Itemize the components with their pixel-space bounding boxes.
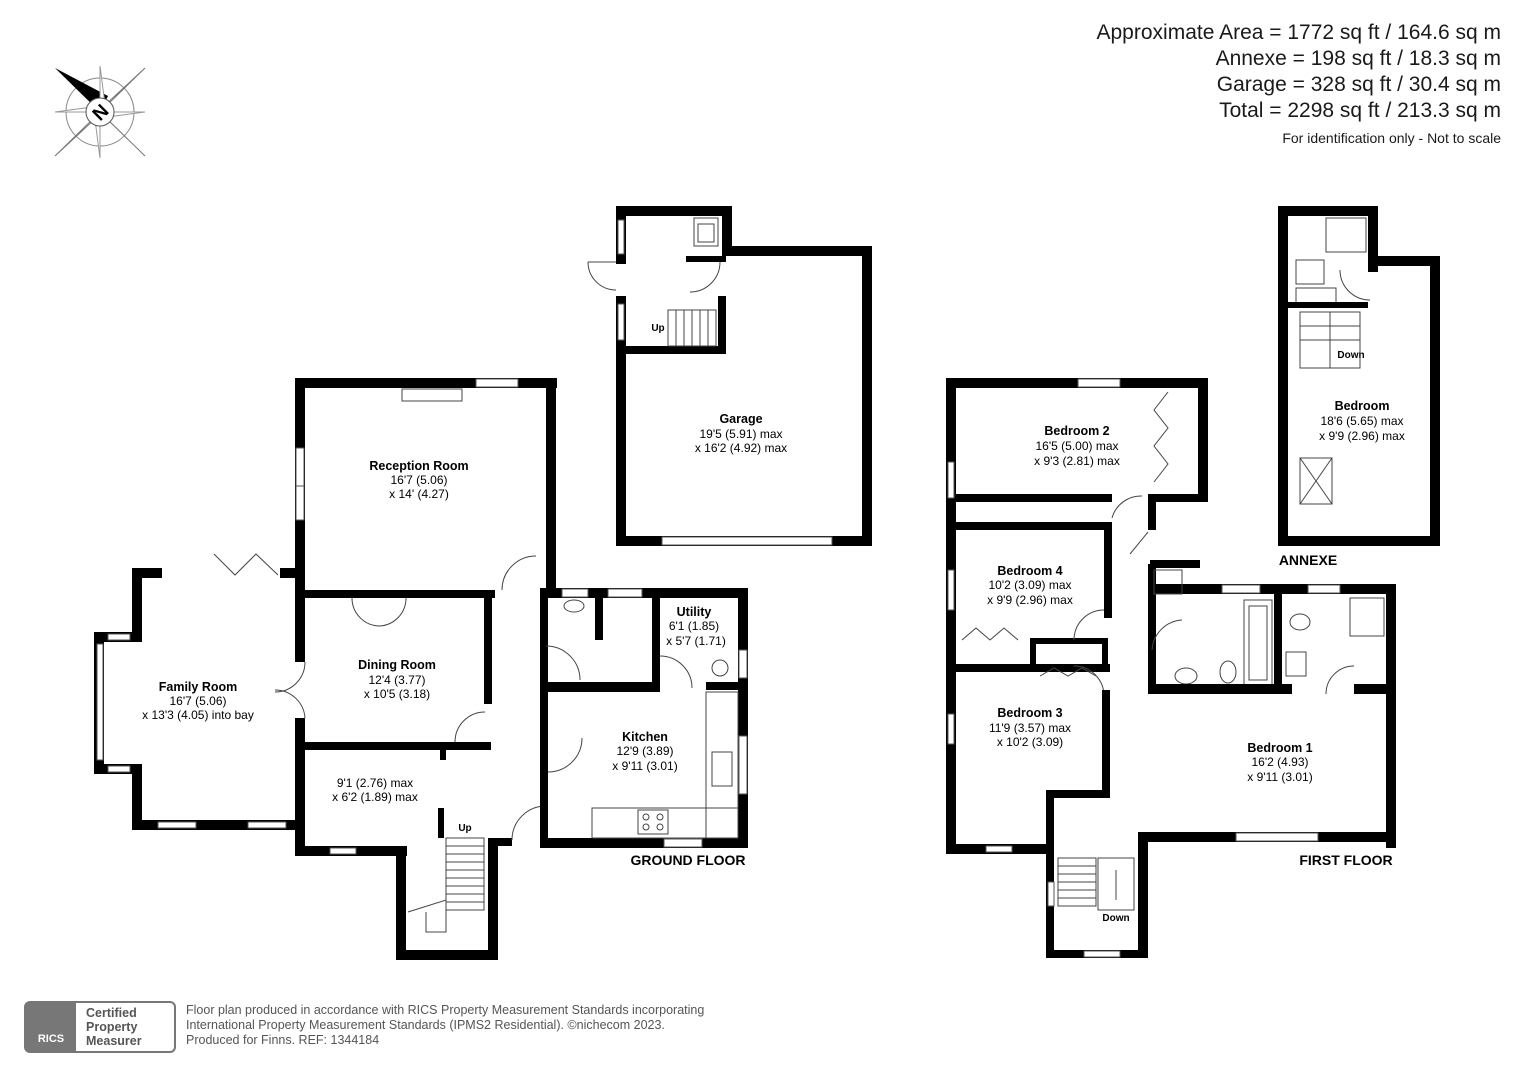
kitchen-dim-2: x 9'11 (3.01) [612,759,677,773]
utility-dim-1: 6'1 (1.85) [669,619,719,633]
room-kitchen: Kitchen 12'9 (3.89) x 9'11 (3.01) [612,730,677,773]
room-bedroom-1: Bedroom 1 16'2 (4.93) x 9'11 (3.01) [1247,741,1312,784]
room-reception: Reception Room 16'7 (5.06) x 14' (4.27) [369,459,468,501]
study-dim-2: x 6'2 (1.89) max [332,790,418,804]
compass-icon: N [54,65,146,159]
annexe-bedroom-dim-1: 18'6 (5.65) max [1321,414,1404,428]
annexe-bedroom-dim-2: x 9'9 (2.96) max [1319,429,1405,443]
dining-room-dim-2: x 10'5 (3.18) [364,687,430,701]
room-bedroom-3: Bedroom 3 11'9 (3.57) max x 10'2 (3.09) [989,706,1071,749]
badge-text: Certified Property Measurer [76,1003,142,1051]
ground-stairs [407,808,485,933]
ground-stairs-up-label: Up [458,823,471,834]
bedroom-1-dim-2: x 9'11 (3.01) [1247,770,1312,784]
bedroom-1-dim-1: 16'2 (4.93) [1252,755,1309,769]
annexe-label: ANNEXE [1279,552,1337,568]
family-room-dim-2: x 13'3 (4.05) into bay [142,708,254,722]
ground-floor-plan [94,206,872,960]
room-family: Family Room 16'7 (5.06) x 13'3 (4.05) in… [142,680,254,722]
garage-stairs-up-label: Up [651,323,664,334]
first-floor-stairs-down-label: Down [1102,913,1129,924]
family-room-dim-1: 16'7 (5.06) [170,694,227,708]
badge-line-2: Property [86,1020,138,1034]
garage-dim-2: x 16'2 (4.92) max [695,441,787,455]
rics-logo: RICS [26,1003,76,1051]
footer-disclaimer: Floor plan produced in accordance with R… [186,1003,704,1048]
bedroom-3-name: Bedroom 3 [997,706,1062,720]
kitchen-name: Kitchen [622,730,668,744]
room-dining: Dining Room 12'4 (3.77) x 10'5 (3.18) [358,658,436,701]
ground-floor-label: GROUND FLOOR [630,852,745,868]
bedroom-4-dim-1: 10'2 (3.09) max [989,578,1072,592]
bedroom-1-name: Bedroom 1 [1247,741,1312,755]
dining-room-name: Dining Room [358,658,436,672]
kitchen-dim-1: 12'9 (3.89) [617,744,674,758]
bedroom-3-dim-1: 11'9 (3.57) max [989,721,1071,735]
dining-room-dim-1: 12'4 (3.77) [369,673,426,687]
rics-certified-badge: RICS Certified Property Measurer [24,1001,176,1053]
room-study: 9'1 (2.76) max x 6'2 (1.89) max [332,776,418,804]
first-floor-label: FIRST FLOOR [1299,852,1392,868]
utility-name: Utility [677,605,712,619]
first-floor-plan [946,378,1396,958]
bedroom-2-name: Bedroom 2 [1044,424,1109,438]
reception-room-dim-1: 16'7 (5.06) [391,473,448,487]
annexe-plan [1278,206,1440,546]
garage-area: Garage = 328 sq ft / 30.4 sq m [1216,73,1501,96]
footer-line-1: Floor plan produced in accordance with R… [186,1003,705,1017]
area-summary: Approximate Area = 1772 sq ft / 164.6 sq… [1097,20,1502,146]
room-garage: Garage 19'5 (5.91) max x 16'2 (4.92) max [695,412,787,455]
badge-line-3: Measurer [86,1034,142,1048]
family-room-name: Family Room [159,680,238,694]
bedroom-4-name: Bedroom 4 [997,564,1062,578]
study-dim-1: 9'1 (2.76) max [337,776,413,790]
bedroom-2-dim-1: 16'5 (5.00) max [1036,439,1119,453]
bedroom-3-dim-2: x 10'2 (3.09) [997,735,1063,749]
garage-dim-1: 19'5 (5.91) max [700,427,783,441]
annexe-bedroom-name: Bedroom [1335,399,1390,413]
annexe-area: Annexe = 198 sq ft / 18.3 sq m [1215,47,1501,70]
bedroom-4-dim-2: x 9'9 (2.96) max [987,593,1073,607]
approximate-area: Approximate Area = 1772 sq ft / 164.6 sq… [1096,21,1502,44]
garage-name: Garage [719,412,762,426]
room-bedroom-2: Bedroom 2 16'5 (5.00) max x 9'3 (2.81) m… [1034,424,1120,468]
annexe-stairs-down-label: Down [1337,350,1364,361]
footer-line-3: Produced for Finns. REF: 1344184 [186,1033,380,1047]
footer-line-2: International Property Measurement Stand… [186,1018,665,1032]
scale-note: For identification only - Not to scale [1282,130,1501,146]
reception-room-dim-2: x 14' (4.27) [389,487,449,501]
room-annexe-bedroom: Bedroom 18'6 (5.65) max x 9'9 (2.96) max [1319,399,1405,443]
total-area: Total = 2298 sq ft / 213.3 sq m [1219,99,1501,122]
reception-room-name: Reception Room [369,459,468,473]
utility-dim-2: x 5'7 (1.71) [666,634,726,648]
room-utility: Utility 6'1 (1.85) x 5'7 (1.71) [666,605,726,648]
bedroom-2-dim-2: x 9'3 (2.81) max [1034,454,1120,468]
room-bedroom-4: Bedroom 4 10'2 (3.09) max x 9'9 (2.96) m… [987,564,1073,607]
badge-line-1: Certified [86,1006,137,1020]
garage-stairs [667,309,717,347]
first-floor-stairs [1057,857,1135,911]
